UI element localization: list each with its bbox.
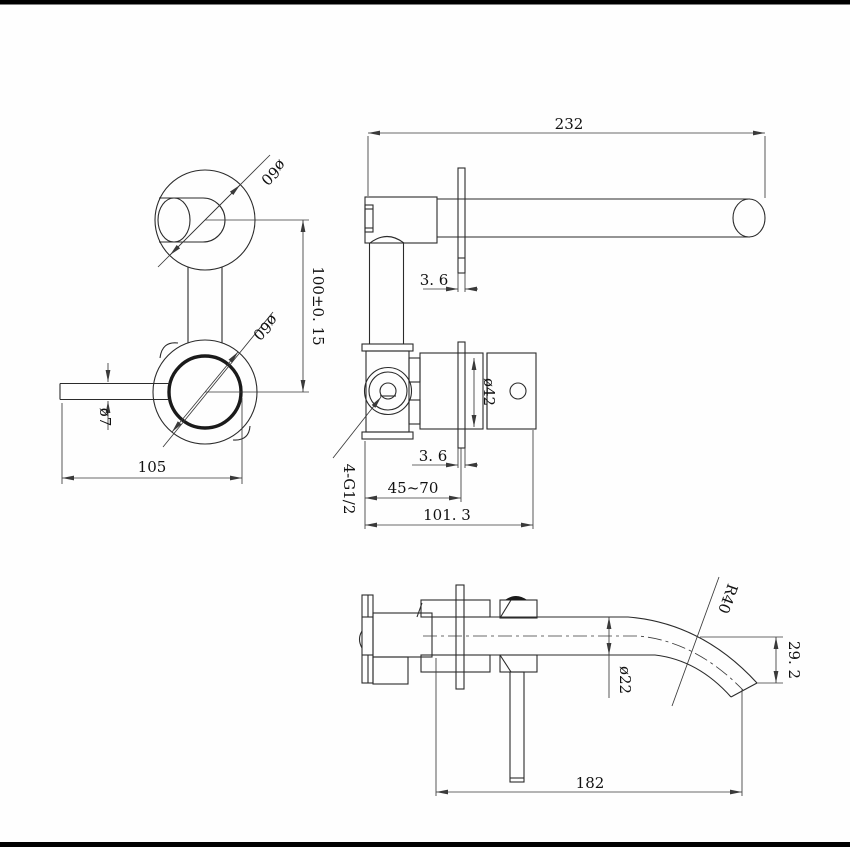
dia60-top-text: ø60 [257, 156, 290, 189]
thread-leader [332, 396, 382, 459]
inlet-port-screw [379, 382, 397, 400]
sheet-top-border [0, 0, 850, 5]
rib-bottom [408, 399, 421, 425]
set-screw-hole [509, 382, 527, 400]
thread-text: 4-G1/2 [340, 464, 358, 515]
dia7-text: ø7 [96, 408, 114, 427]
spout-stub-end [157, 197, 191, 243]
handle-hub [486, 352, 537, 430]
spout-centerline [423, 635, 744, 691]
dim100-text: 100±0. 15 [309, 266, 327, 345]
dim292-text: 29. 2 [785, 641, 803, 679]
valve-flange-bottom [361, 431, 414, 440]
dim36b-text: 3. 6 [419, 447, 448, 465]
dim4570-text: 45~70 [388, 479, 439, 497]
dia60-bottom-arrow2 [204, 351, 239, 393]
spout-outline-top [432, 616, 758, 684]
dia60-bottom-text: ø60 [249, 311, 282, 344]
valve-flange-top [361, 343, 414, 352]
wall-plate-lower [457, 341, 466, 449]
dim36t-text: 3. 6 [420, 271, 449, 289]
spout-end-cap [732, 198, 766, 238]
valve-body [365, 350, 410, 433]
dia60-top-arrow1 [169, 219, 206, 256]
spout-outline-bottom [432, 654, 732, 698]
r40-text: R40 [714, 581, 741, 616]
dim182-text: 182 [576, 774, 605, 792]
wall-plate-side [455, 584, 465, 690]
spout-base-block [364, 196, 438, 244]
inlet-port-ring [368, 371, 408, 411]
dim232-text: 232 [555, 115, 584, 133]
inlet-port-outer [363, 366, 413, 416]
inlet-arc [358, 630, 363, 649]
dia60-top-arrow2 [204, 184, 241, 221]
spout-view: R40 ø22 29. 2 182 [358, 576, 803, 796]
wall-plate-upper [457, 167, 466, 274]
spout-mouth [730, 682, 758, 698]
neck-arch [369, 235, 405, 244]
valve-block [372, 612, 433, 658]
front-view: ø60 ø60 ø7 105 100±0. 15 [59, 154, 327, 484]
pivot-screw-dome [505, 596, 527, 600]
cartridge-housing [419, 352, 484, 430]
handle-lever [509, 671, 525, 783]
dim1013-text: 101. 3 [423, 506, 471, 524]
clip-tab-lower [232, 425, 251, 441]
side-view: 232 3. 6 ø42 3. 6 45~70 101. 3 4-G1/2 [332, 115, 766, 529]
inlet-nipple [364, 204, 374, 233]
dia22-text: ø22 [616, 666, 634, 694]
rib-top [408, 357, 421, 383]
sheet-bottom-border [0, 842, 850, 847]
cartridge-bevel [416, 602, 423, 618]
dim105-text: 105 [138, 458, 167, 476]
pivot-diagonal-bottom [499, 654, 512, 673]
r40-leader [671, 576, 720, 707]
dia42-text: ø42 [480, 378, 498, 406]
valve-lower-block [372, 656, 409, 685]
clip-tab-upper [159, 342, 179, 359]
dia60-bottom-arrow1 [171, 391, 206, 433]
pivot-diagonal-top [499, 599, 512, 619]
